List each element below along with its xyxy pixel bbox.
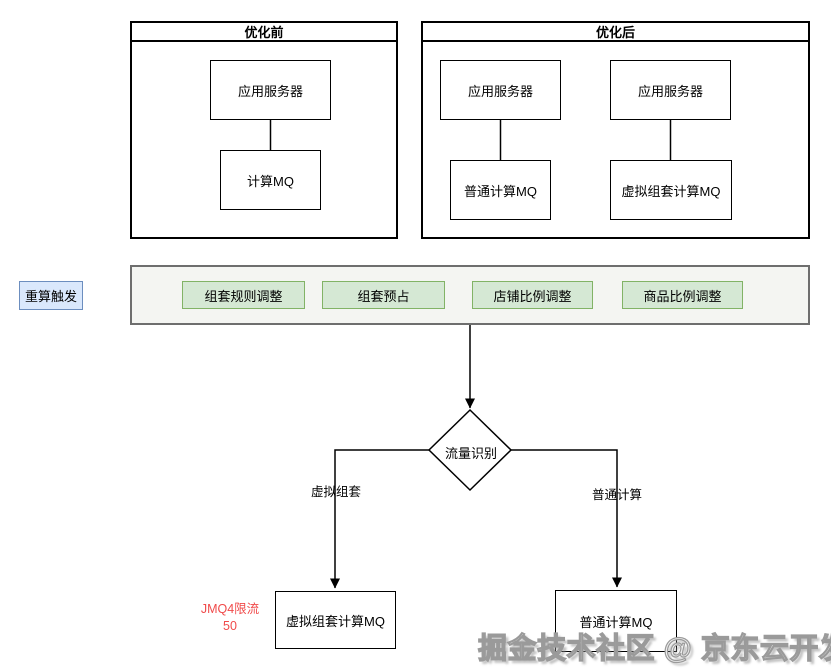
before-mq-node: 计算MQ	[220, 150, 321, 210]
adjustment-item-shop-ratio: 店铺比例调整	[472, 281, 593, 309]
right-branch-label: 普通计算	[591, 488, 642, 502]
before-app-server-node: 应用服务器	[210, 60, 331, 120]
adjustment-item-sku-ratio: 商品比例调整	[622, 281, 743, 309]
rate-limit-note-line1: JMQ4限流	[200, 602, 260, 616]
rate-limit-note: JMQ4限流 50	[184, 601, 276, 635]
before-panel: 优化前	[130, 21, 398, 239]
after-normal-mq-node: 普通计算MQ	[450, 160, 551, 220]
after-panel-title: 优化后	[423, 23, 808, 42]
connector-left-branch	[330, 449, 429, 589]
decision-label: 流量识别	[444, 446, 497, 461]
recalc-trigger-node: 重算触发	[19, 281, 83, 310]
adjustment-panel: 组套规则调整 组套预占 店铺比例调整 商品比例调整	[130, 265, 810, 325]
watermark: 掘金技术社区 @ 京东云开发者	[477, 632, 831, 665]
adjustment-item-rule: 组套规则调整	[182, 281, 305, 309]
adjustment-item-preoccupy: 组套预占	[322, 281, 445, 309]
after-virtual-mq-node: 虚拟组套计算MQ	[610, 160, 732, 220]
before-panel-title: 优化前	[132, 23, 396, 42]
left-branch-label: 虚拟组套	[310, 485, 361, 499]
after-app-server-right-node: 应用服务器	[610, 60, 731, 120]
rate-limit-note-line2: 50	[223, 618, 237, 633]
virtual-mq-target-node: 虚拟组套计算MQ	[275, 591, 396, 649]
connector-right-branch	[511, 449, 622, 588]
after-app-server-left-node: 应用服务器	[440, 60, 561, 120]
normal-mq-target-node: 普通计算MQ	[555, 590, 677, 652]
